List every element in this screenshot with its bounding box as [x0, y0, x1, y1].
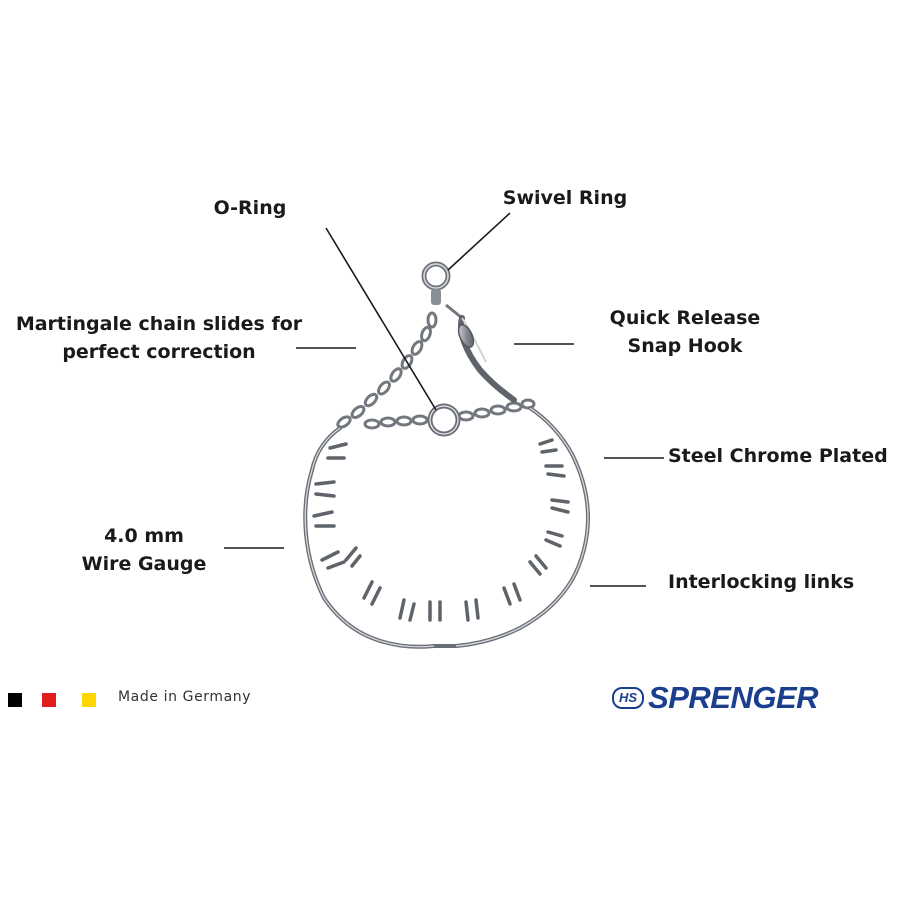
label-quick-release: Quick Release Snap Hook	[595, 304, 775, 360]
label-martingale: Martingale chain slides for perfect corr…	[4, 310, 314, 366]
leader-swivel-ring	[447, 212, 511, 271]
label-o-ring: O-Ring	[205, 194, 295, 222]
flag-square-red	[42, 693, 56, 707]
o-ring	[427, 403, 461, 437]
prong-links-highlight	[304, 407, 589, 648]
brand-name: SPRENGER	[648, 680, 819, 715]
label-steel: Steel Chrome Plated	[668, 442, 888, 470]
label-wire-gauge: 4.0 mm Wire Gauge	[64, 522, 224, 578]
sprenger-logo: HS SPRENGER	[612, 680, 819, 715]
flag-square-yellow	[82, 693, 96, 707]
label-swivel-ring: Swivel Ring	[495, 184, 635, 212]
prongs	[312, 438, 570, 622]
brand-badge: HS	[612, 687, 645, 709]
label-martingale-line1: Martingale chain slides for	[15, 313, 303, 335]
label-swivel-ring-text: Swivel Ring	[502, 187, 628, 209]
label-o-ring-text: O-Ring	[213, 197, 287, 219]
snap-hook	[445, 303, 517, 403]
leader-o-ring	[325, 227, 437, 411]
leader-lines	[224, 212, 664, 587]
label-interlocking: Interlocking links	[668, 568, 854, 596]
label-quick-release-line1: Quick Release	[609, 307, 761, 329]
made-in-germany-text: Made in Germany	[118, 689, 252, 705]
label-wire-gauge-line2: Wire Gauge	[81, 553, 207, 575]
label-martingale-line2: perfect correction	[62, 341, 256, 363]
label-quick-release-line2: Snap Hook	[627, 335, 743, 357]
swivel-ring	[421, 261, 451, 305]
label-interlocking-text: Interlocking links	[668, 571, 855, 593]
flag-square-black	[8, 693, 22, 707]
label-steel-text: Steel Chrome Plated	[668, 445, 888, 467]
label-wire-gauge-line1: 4.0 mm	[104, 525, 184, 547]
